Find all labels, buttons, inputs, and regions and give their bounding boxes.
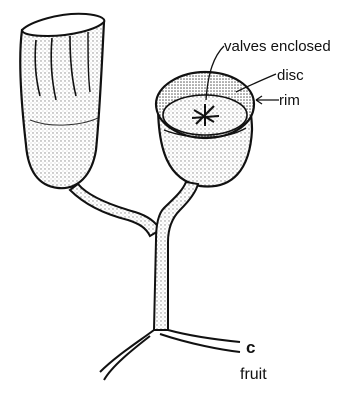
left-pedicel [70,184,160,236]
figure-letter: c [246,339,255,356]
label-rim: rim [279,93,300,108]
open-capsule [20,14,104,188]
label-valves-enclosed: valves enclosed [224,39,331,54]
branch [100,330,240,380]
main-stem [154,182,198,330]
closed-capsule [156,72,254,187]
figure-caption: fruit [240,367,267,383]
label-disc: disc [277,68,304,83]
